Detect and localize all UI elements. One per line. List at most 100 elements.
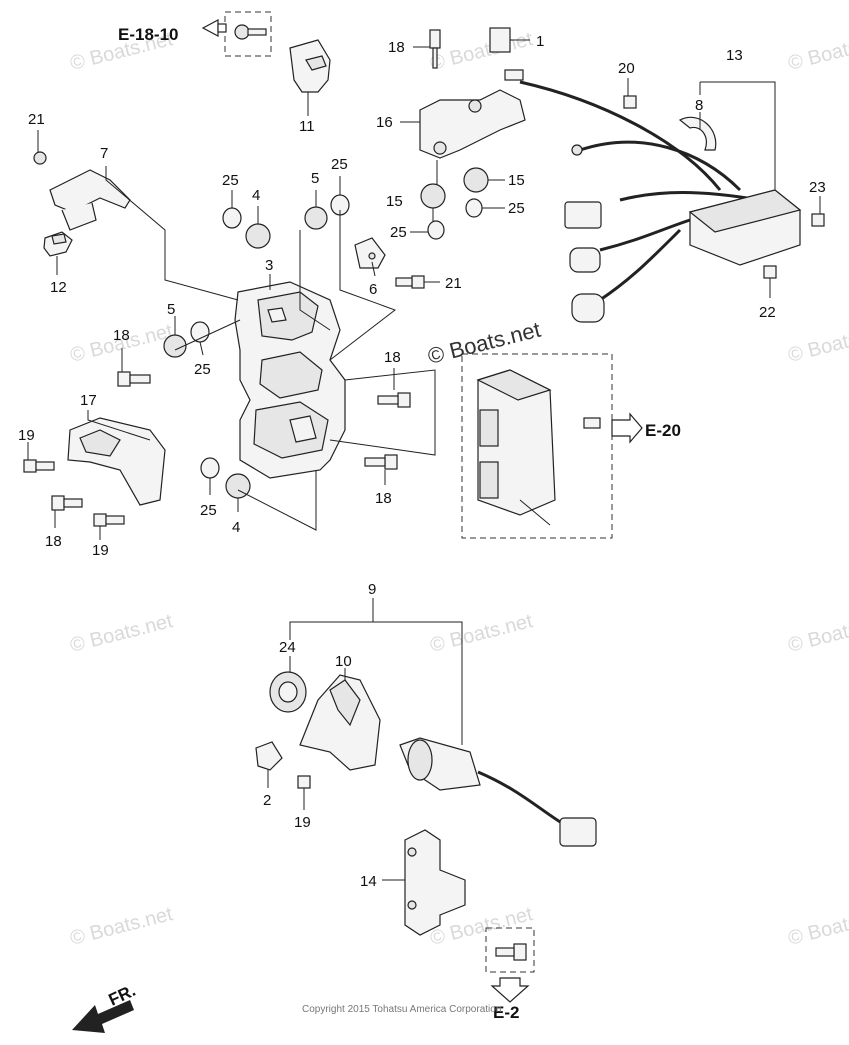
- bolt-icon: [117, 371, 131, 387]
- bolt-icon: [297, 775, 311, 789]
- callout-21: 21: [445, 275, 462, 292]
- grommets: [163, 194, 350, 499]
- callout-18: 18: [45, 533, 62, 550]
- callout-11: 11: [299, 118, 315, 135]
- callout-4: 4: [232, 519, 240, 536]
- callout-25: 25: [222, 172, 239, 189]
- callout-6: 6: [369, 281, 377, 298]
- callout-13: 13: [726, 47, 743, 64]
- bracket-14: [404, 829, 466, 936]
- leader-lines: [27, 39, 821, 881]
- arrow-down-icon: [490, 977, 530, 1003]
- bolt-icon: [583, 417, 601, 429]
- bolt-icon: [384, 454, 398, 470]
- callout-16: 16: [376, 114, 393, 131]
- bolt-icon: [397, 392, 411, 408]
- callout-17: 17: [80, 392, 97, 409]
- callout-19: 19: [18, 427, 35, 444]
- bolt-icon: [51, 495, 65, 511]
- arrow-front-icon: [72, 1000, 134, 1033]
- cdi-unit-box: [461, 353, 643, 539]
- callout-4: 4: [252, 187, 260, 204]
- callout-18: 18: [375, 490, 392, 507]
- bolt-icon: [763, 265, 777, 279]
- watermark: © Boats.net: [786, 320, 849, 367]
- bracket-16: [419, 27, 526, 240]
- arrow-right-icon: [611, 412, 643, 444]
- callout-5: 5: [311, 170, 319, 187]
- callout-20: 20: [618, 60, 635, 77]
- bolt-icon: [429, 29, 441, 49]
- watermark: © Boats.net: [428, 610, 535, 657]
- callout-25: 25: [200, 502, 217, 519]
- callout-19: 19: [294, 814, 311, 831]
- watermark: © Boats.net: [428, 28, 535, 75]
- copyright-notice: Copyright 2015 Tohatsu America Corporati…: [302, 1004, 501, 1015]
- wire-harness-13: [519, 80, 825, 323]
- callout-labels: 1 2 3 4 4 5 5 6 7 8 9 10 11 12 13 14 15 …: [18, 33, 826, 890]
- callout-19: 19: [92, 542, 109, 559]
- callout-21: 21: [28, 111, 45, 128]
- callout-9: 9: [368, 581, 376, 598]
- callout-23: 23: [809, 179, 826, 196]
- front-direction: FR.: [72, 981, 139, 1033]
- bolt-icon: [411, 275, 425, 289]
- direction-label: FR.: [106, 981, 139, 1010]
- bolt-icon: [513, 943, 527, 961]
- bolt-icon: [23, 459, 37, 473]
- starter-solenoid-9: [255, 671, 597, 847]
- reference-e-2: E-2: [493, 1003, 519, 1022]
- callout-18: 18: [384, 349, 401, 366]
- callout-15: 15: [508, 172, 525, 189]
- clip-12: [43, 231, 73, 257]
- reference-e-18-10: E-18-10: [118, 25, 178, 44]
- watermark: © Boats.net: [68, 903, 175, 950]
- callout-18: 18: [113, 327, 130, 344]
- bracket-7: [33, 151, 131, 231]
- callout-10: 10: [335, 653, 352, 670]
- connector-icon: [564, 201, 602, 229]
- callout-1: 1: [536, 33, 544, 50]
- bolt-icon: [811, 213, 825, 227]
- watermark-layer: © Boats.net © Boats.net © Boats.net © Bo…: [68, 28, 849, 950]
- bolt-icon: [623, 95, 637, 109]
- watermark: © Boats.net: [68, 610, 175, 657]
- bracket-17: [67, 417, 166, 506]
- callout-18: 18: [388, 39, 405, 56]
- callout-5: 5: [167, 301, 175, 318]
- bracket-11-assembly: [201, 11, 331, 93]
- bolt-reference-box: [485, 927, 535, 1003]
- bolt-icon: [234, 24, 250, 40]
- callout-14: 14: [360, 873, 377, 890]
- watermark: © Boats.net: [786, 903, 849, 950]
- connector-icon: [571, 293, 605, 323]
- clip-2: [255, 741, 283, 771]
- watermark: © Boats.net: [786, 610, 849, 657]
- connector-icon: [559, 817, 597, 847]
- reference-box: [461, 353, 613, 539]
- main-bracket-3: [234, 281, 346, 479]
- bolt-icon: [33, 151, 47, 165]
- bolts: [23, 275, 425, 527]
- callout-12: 12: [50, 279, 67, 296]
- connector-icon: [569, 247, 601, 273]
- reference-e-20: E-20: [645, 421, 681, 440]
- callout-2: 2: [263, 792, 271, 809]
- callout-24: 24: [279, 639, 296, 656]
- reference-box: [485, 927, 535, 973]
- arrow-left-icon: [201, 19, 219, 37]
- callout-8: 8: [695, 97, 703, 114]
- watermark: © Boats.net: [786, 28, 849, 75]
- callout-22: 22: [759, 304, 776, 321]
- reference-box: [224, 11, 272, 57]
- watermark-main: © Boats.net: [425, 317, 543, 369]
- callout-25: 25: [508, 200, 525, 217]
- bracket-10: [299, 674, 381, 771]
- reference-labels: E-18-10 E-20 E-2: [118, 25, 681, 1022]
- callout-7: 7: [100, 145, 108, 162]
- callout-25: 25: [390, 224, 407, 241]
- callout-25: 25: [194, 361, 211, 378]
- clip-1: [489, 27, 511, 53]
- bracket-6: [354, 237, 386, 269]
